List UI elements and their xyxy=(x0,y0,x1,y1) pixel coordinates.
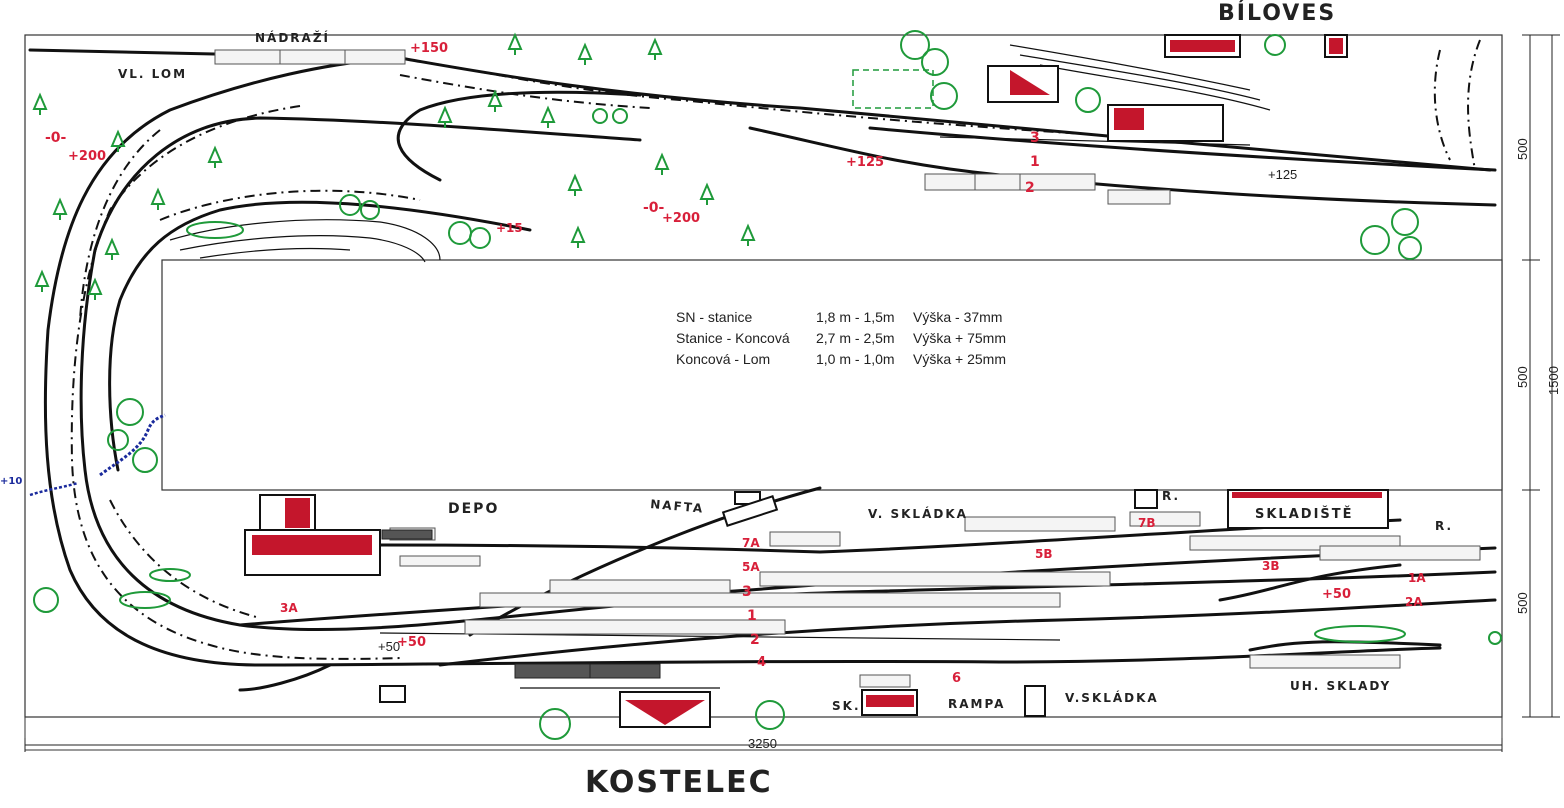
track-7b: 7B xyxy=(1138,516,1156,530)
legend-height-3: Výška + 25mm xyxy=(913,351,1006,367)
label-sk: SK. xyxy=(832,699,861,713)
label-skladka-top: V. SKLÁDKA xyxy=(868,506,968,521)
conifers xyxy=(32,32,756,300)
height-200-a: +200 xyxy=(68,149,106,164)
track-top-2: 2 xyxy=(1025,180,1035,196)
track-network xyxy=(28,48,1497,692)
dim-section-mid: 500 xyxy=(1515,366,1530,388)
field-outline xyxy=(852,69,934,109)
dim-width: 3250 xyxy=(748,736,777,751)
height-zero-b: -0- xyxy=(643,200,665,216)
height-125: +125 xyxy=(846,155,884,170)
height-15: +15 xyxy=(496,221,523,235)
track-top-1: 1 xyxy=(1030,154,1040,170)
legend-length-2: 2,7 m - 2,5m xyxy=(816,330,895,346)
height-50-a: +50 xyxy=(397,635,426,650)
track-2: 2 xyxy=(750,632,760,648)
buildings xyxy=(244,34,1389,728)
label-lom: VL. LOM xyxy=(118,67,187,81)
label-uh-sklady: UH. SKLADY xyxy=(1290,679,1391,693)
hill-contours xyxy=(169,44,1271,263)
rolling-stock xyxy=(214,49,1481,688)
track-5a: 5A xyxy=(742,560,760,574)
station-kostelec: KOSTELEC xyxy=(585,765,773,800)
stream xyxy=(99,413,166,477)
label-r1: R. xyxy=(1162,489,1180,503)
height-10: +10 xyxy=(0,476,22,487)
track-6: 6 xyxy=(952,671,961,686)
label-nafta: NAFTA xyxy=(650,497,705,516)
height-200-b: +200 xyxy=(662,211,700,226)
legend-table: SN - stanice 1,8 m - 1,5m Výška - 37mm S… xyxy=(676,309,1006,367)
label-rampa: RAMPA xyxy=(948,697,1005,711)
stream-small xyxy=(29,481,79,497)
track-1: 1 xyxy=(747,608,757,624)
height-50-b: +50 xyxy=(1322,587,1351,602)
legend-panel xyxy=(161,259,1503,491)
height-150: +150 xyxy=(410,41,448,56)
station-biloves: BÍLOVES xyxy=(1218,0,1336,26)
track-7a: 7A xyxy=(742,536,760,550)
dim-section-bottom: 500 xyxy=(1515,592,1530,614)
legend-route-3: Koncová - Lom xyxy=(676,351,770,367)
dim-section-top: 500 xyxy=(1515,138,1530,160)
legend-route-1: SN - stanice xyxy=(676,309,752,325)
label-skladka-bottom: V.SKLÁDKA xyxy=(1065,690,1159,705)
track-3: 3 xyxy=(742,584,752,600)
legend-height-1: Výška - 37mm xyxy=(913,309,1002,325)
legend-length-1: 1,8 m - 1,5m xyxy=(816,309,895,325)
dimension-lines xyxy=(24,34,1560,752)
label-r2: R. xyxy=(1435,519,1453,533)
track-4: 4 xyxy=(757,655,766,670)
track-5b: 5B xyxy=(1035,547,1053,561)
legend-route-2: Stanice - Koncová xyxy=(676,330,790,346)
legend-height-2: Výška + 75mm xyxy=(913,330,1006,346)
trees xyxy=(33,30,1502,740)
label-depo: DEPO xyxy=(448,501,499,517)
dim-total: 1500 xyxy=(1546,366,1561,395)
board-inner-frame xyxy=(24,716,1503,751)
road-outlines xyxy=(70,39,1481,660)
label-skladiste: SKLADIŠTĚ xyxy=(1255,506,1354,522)
track-3a: 3A xyxy=(280,601,298,615)
track-2a: 2A xyxy=(1405,595,1423,609)
label-nadrazi: NÁDRAŽÍ xyxy=(255,30,330,45)
track-top-3: 3 xyxy=(1030,130,1040,146)
track-3b: 3B xyxy=(1262,559,1280,573)
legend-length-3: 1,0 m - 1,0m xyxy=(816,351,895,367)
height-50-small: +50 xyxy=(378,639,400,654)
height-125-small: +125 xyxy=(1268,167,1297,182)
height-zero-a: -0- xyxy=(45,130,67,146)
track-1a: 1A xyxy=(1408,571,1426,585)
